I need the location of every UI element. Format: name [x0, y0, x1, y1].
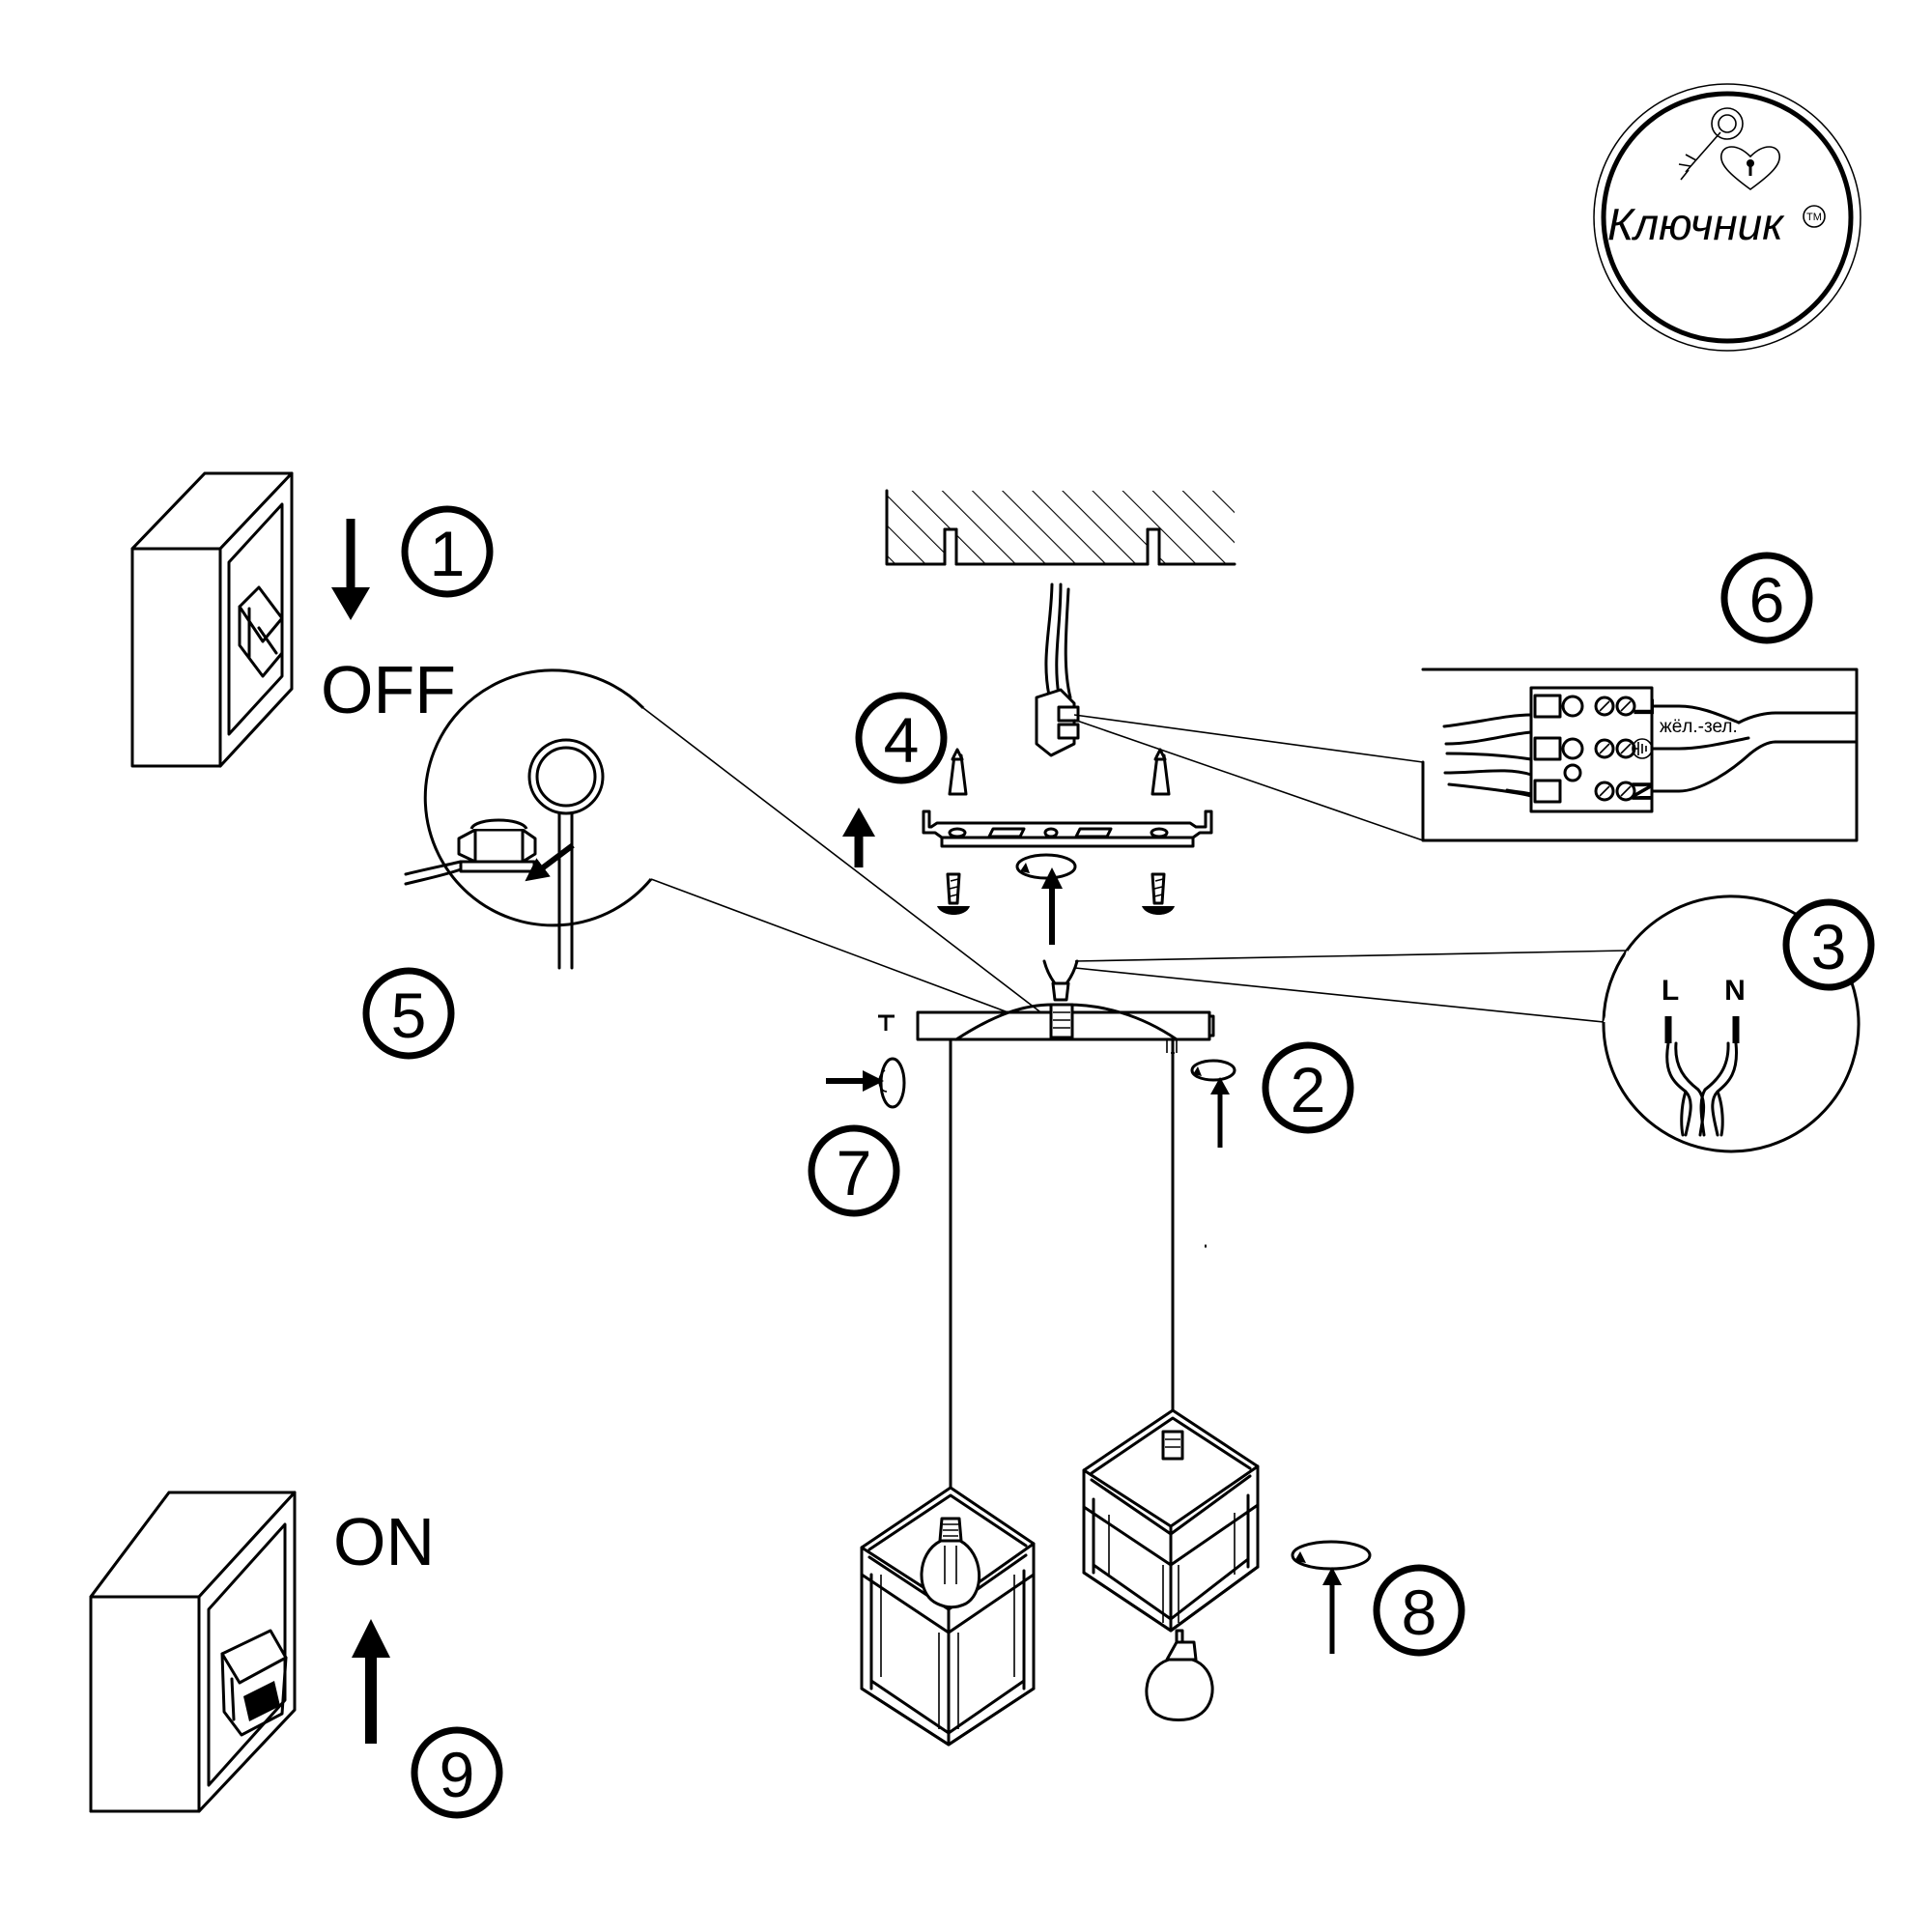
ceiling-wires — [1044, 582, 1072, 707]
pendant-cube-left — [860, 1486, 1036, 1747]
ground-wire-label: жёл.-зел. — [1660, 717, 1738, 737]
heart-lock-icon — [1720, 146, 1780, 190]
pendant-cube-right — [1082, 1408, 1260, 1633]
step-9-number: 9 — [440, 1739, 475, 1810]
y-hook — [1042, 959, 1079, 1002]
end-cap-icon — [878, 1057, 906, 1109]
step-7-number: 7 — [837, 1137, 872, 1208]
wire-n-label: N — [1724, 975, 1746, 1007]
ceiling-terminal-block — [1035, 688, 1080, 757]
arrow-right-icon — [826, 1070, 884, 1092]
rotate-icon — [1190, 1059, 1236, 1082]
rotate-icon — [1015, 853, 1077, 880]
terminal-detail-box: L N жёл.-зел. — [1421, 668, 1859, 842]
step-6-badge: 6 — [1720, 552, 1813, 644]
arrow-up-icon — [1041, 867, 1063, 945]
mounting-bracket — [922, 810, 1213, 848]
step-3-callout-lines — [1074, 950, 1628, 1023]
arrow-down-icon — [331, 519, 370, 620]
step-1-number: 1 — [430, 518, 466, 589]
screw-left-icon — [937, 872, 970, 915]
step-3-number: 3 — [1811, 911, 1847, 982]
arrow-up-icon — [1210, 1077, 1230, 1148]
step-2-number: 2 — [1291, 1054, 1326, 1125]
arrow-up-icon — [842, 808, 875, 867]
trademark-label: TM — [1806, 212, 1822, 223]
mains-cable — [1650, 704, 1859, 793]
terminal-n-label: N — [1627, 781, 1659, 802]
brand-name: Ключник — [1607, 199, 1785, 249]
terminal-row-l: L — [1533, 694, 1661, 719]
switch-on-label: ON — [333, 1504, 435, 1579]
step-5-detail — [404, 668, 1061, 1033]
terminal-row-ground — [1533, 736, 1653, 761]
terminal-callout-lines — [1073, 714, 1424, 841]
canopy-bar — [916, 1003, 1215, 1041]
light-bulb-icon — [1145, 1629, 1214, 1721]
suspension-cords — [949, 1037, 1207, 1490]
small-screw-icon — [878, 1014, 895, 1031]
arrow-up-icon — [1322, 1567, 1342, 1654]
step-3-badge: 3 — [1782, 898, 1875, 991]
step-9-badge: 9 — [411, 1726, 503, 1819]
switch-off-illustration — [130, 471, 294, 768]
terminal-row-n: N — [1533, 763, 1659, 804]
arrow-up-icon — [352, 1619, 390, 1744]
step-5-badge: 5 — [362, 967, 455, 1060]
cable-gland — [404, 818, 537, 886]
brand-logo: Ключник TM — [1593, 83, 1861, 352]
wire-l-label: L — [1662, 975, 1679, 1007]
ceiling-section — [885, 489, 1236, 566]
wall-anchor-left-icon — [948, 748, 968, 796]
step-6-number: 6 — [1749, 564, 1785, 636]
light-bulb-icon — [920, 1517, 980, 1609]
step-2-badge: 2 — [1262, 1041, 1354, 1134]
switch-on-illustration — [89, 1491, 297, 1813]
terminal-l-label: L — [1629, 698, 1661, 716]
step-8-badge: 8 — [1373, 1564, 1465, 1657]
step-7-badge: 7 — [808, 1124, 900, 1217]
key-icon — [1678, 107, 1744, 181]
step-4-number: 4 — [884, 704, 920, 776]
trademark-mark — [1803, 205, 1826, 228]
rotate-icon — [1291, 1540, 1372, 1571]
wall-anchor-right-icon — [1151, 748, 1171, 796]
switch-off-label: OFF — [321, 652, 456, 727]
step-5-number: 5 — [391, 980, 427, 1051]
step-4-badge: 4 — [855, 692, 948, 784]
screw-right-icon — [1142, 872, 1175, 915]
step-8-number: 8 — [1402, 1577, 1437, 1648]
step-1-badge: 1 — [401, 505, 494, 598]
